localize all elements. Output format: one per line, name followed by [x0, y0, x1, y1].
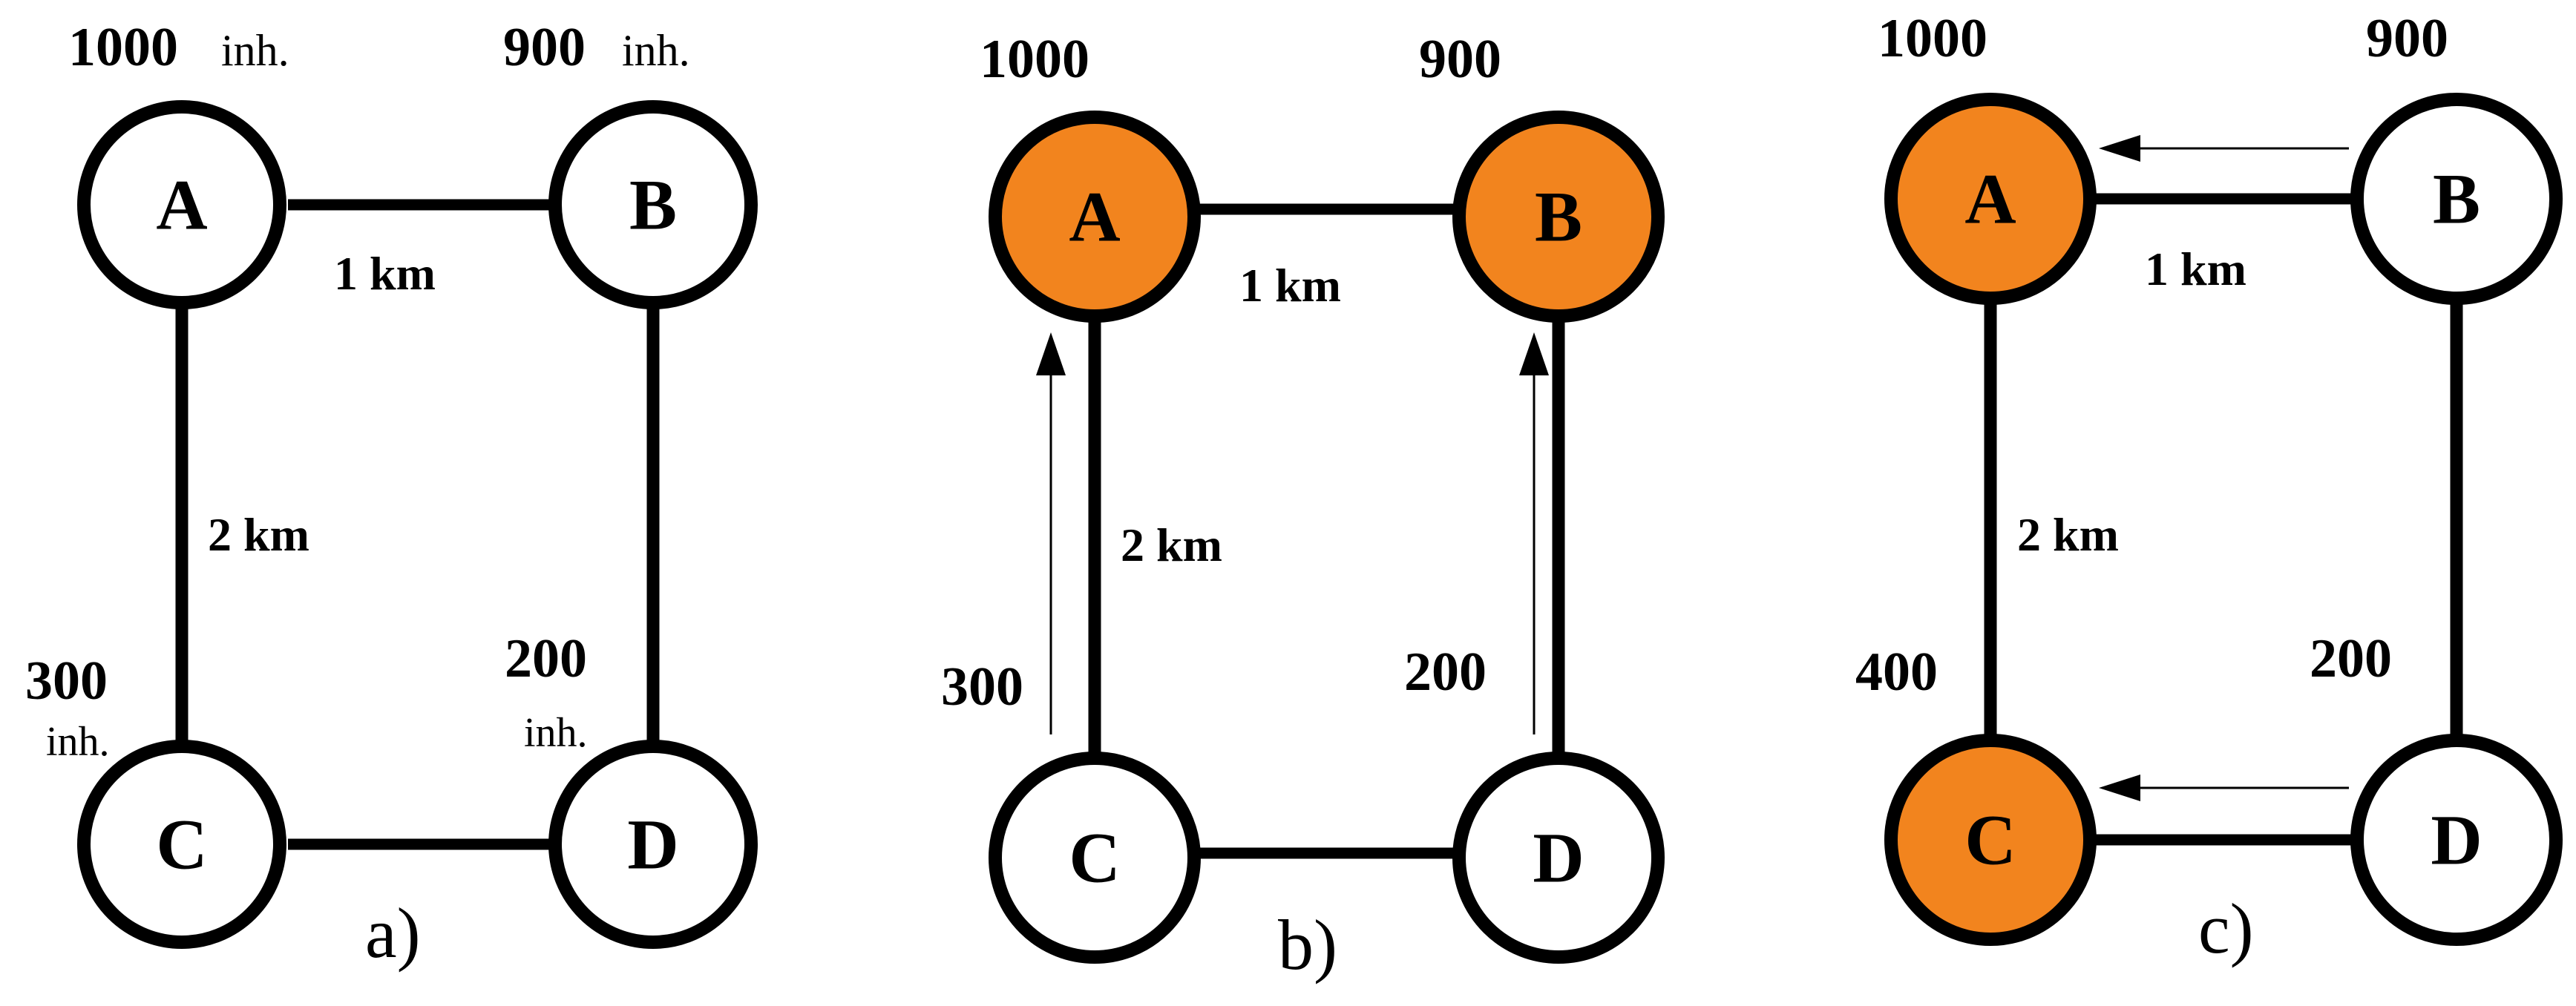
distance-ab: 1 km	[334, 247, 436, 300]
distance-ac: 2 km	[1121, 519, 1222, 571]
panel-label-a: a)	[365, 893, 421, 973]
node-b	[1452, 111, 1665, 323]
population-c: 300	[941, 657, 1023, 717]
population-c: 300	[25, 651, 108, 711]
node-b	[2350, 93, 2563, 305]
node-a	[989, 111, 1201, 323]
distance-ac: 2 km	[208, 508, 309, 561]
population-d: 200	[2310, 628, 2392, 689]
population-b: 900	[503, 17, 586, 78]
node-b-label: B	[2433, 160, 2480, 239]
flow-arrow-d-to-b	[1519, 332, 1549, 734]
node-a	[77, 100, 286, 309]
node-d	[1452, 752, 1665, 964]
node-d	[548, 740, 758, 949]
node-d-label: D	[627, 805, 678, 884]
panel-c: A B C D 1000 900 400 200 1 km 2 km c)	[1855, 8, 2563, 968]
node-a-label: A	[156, 165, 207, 245]
node-c-label: C	[1069, 818, 1120, 898]
node-a	[1884, 93, 2097, 305]
node-c-label: C	[156, 805, 207, 884]
node-b-label: B	[629, 165, 677, 245]
flow-arrow-b-to-a	[2099, 135, 2349, 162]
population-c: 400	[1855, 642, 1938, 703]
node-d-label: D	[1533, 818, 1584, 898]
panel-label-b: b)	[1278, 905, 1337, 984]
population-a-unit: inh.	[221, 26, 289, 75]
flow-arrow-d-to-c	[2099, 775, 2349, 801]
node-c	[989, 752, 1201, 964]
node-a-label: A	[1069, 177, 1120, 257]
panel-b: A B C D 1000 900 300 200 1 km 2 km b)	[941, 29, 1665, 984]
node-b-label: B	[1535, 177, 1582, 257]
panel-label-c: c)	[2198, 889, 2254, 968]
node-b	[548, 100, 758, 309]
population-a: 1000	[980, 29, 1089, 90]
node-a-label: A	[1964, 160, 2016, 239]
population-b: 900	[1419, 29, 1501, 90]
population-b-unit: inh.	[622, 26, 690, 75]
panel-a: A B C D 1000 inh. 900 inh. 300 inh. 200 …	[25, 17, 758, 973]
node-c	[1884, 734, 2097, 946]
node-c	[77, 740, 286, 949]
population-b: 900	[2366, 8, 2448, 69]
population-c-unit: inh.	[46, 719, 110, 765]
population-d: 200	[505, 628, 587, 689]
distance-ab: 1 km	[2145, 243, 2246, 295]
flow-arrow-c-to-a	[1036, 332, 1066, 734]
population-d: 200	[1404, 642, 1487, 703]
distance-ab: 1 km	[1239, 259, 1341, 312]
population-d-unit: inh.	[524, 710, 588, 756]
population-a: 1000	[68, 17, 178, 78]
node-c-label: C	[1964, 800, 2016, 880]
population-a: 1000	[1878, 8, 1987, 69]
node-d-label: D	[2431, 800, 2482, 880]
node-d	[2350, 734, 2563, 946]
distance-ac: 2 km	[2017, 508, 2119, 561]
